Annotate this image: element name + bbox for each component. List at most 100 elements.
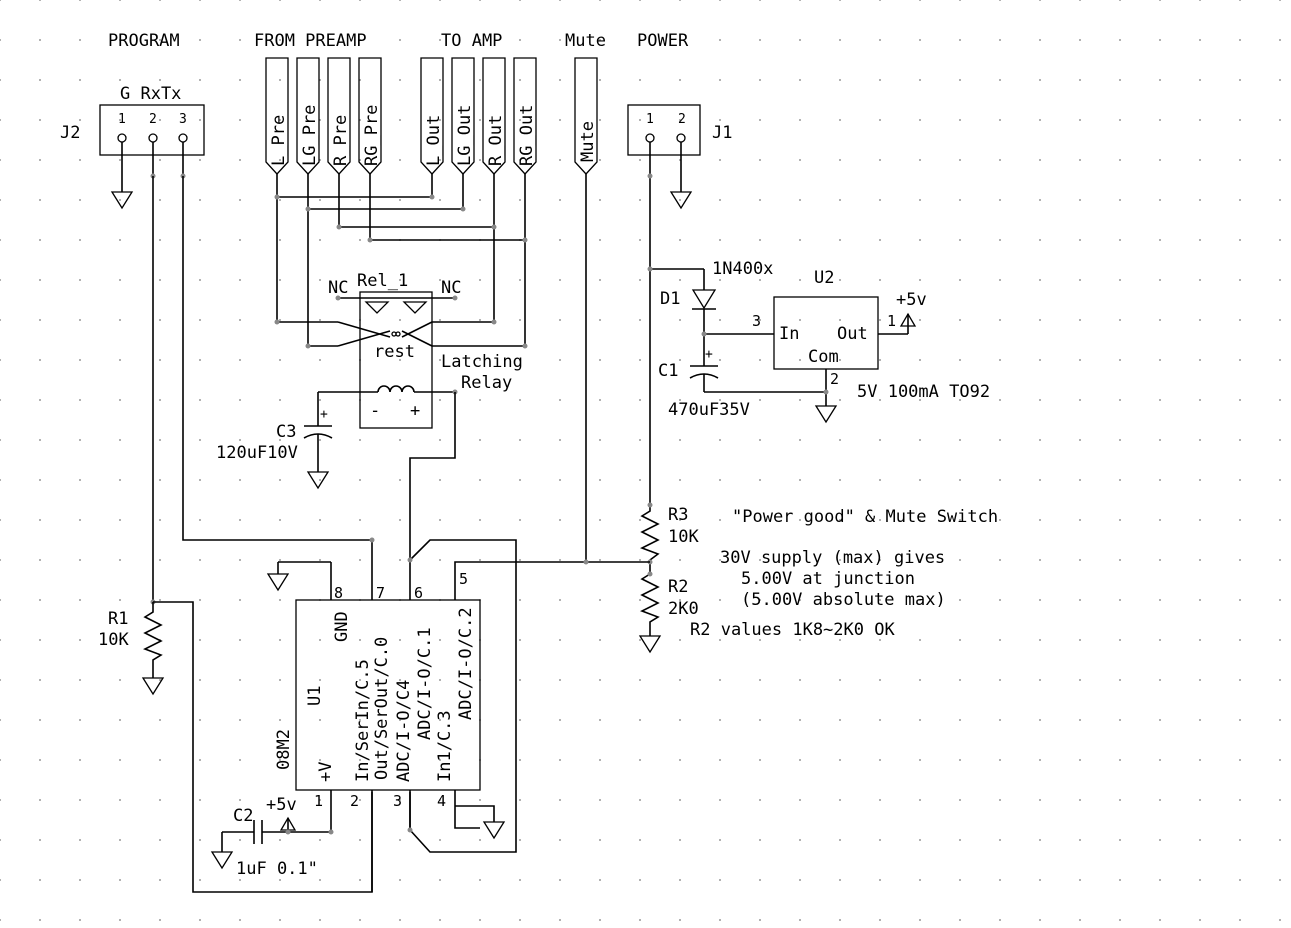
u1-label-in1-c3: In1/C.3: [435, 710, 455, 782]
divider-note-line1: 30V supply (max) gives: [720, 548, 945, 568]
port-rg-out: RG_Out: [513, 57, 537, 175]
connector-j1: J1 1 2: [627, 104, 732, 505]
u1-label-out-serout: Out/SerOut/C.0: [372, 637, 392, 780]
r3-ref: R3: [668, 505, 688, 525]
audio-wiring: [274, 174, 528, 349]
u1-pin-2: 2: [350, 792, 359, 810]
c1-polarity: +: [705, 347, 713, 362]
c2-ref: C2: [233, 806, 253, 826]
port-l-out: L_Out: [420, 57, 444, 175]
svg-text:RG_Out: RG_Out: [517, 105, 537, 166]
r3-value: 10K: [668, 527, 699, 547]
u1-pin-1: 1: [314, 792, 323, 810]
header-power: POWER: [637, 31, 689, 51]
d1-ref: D1: [660, 289, 680, 309]
u2-pin-in-number: 3: [752, 312, 761, 330]
relay-rest: rest: [374, 342, 415, 362]
svg-text:RG_Pre: RG_Pre: [362, 105, 382, 166]
ground-symbol: [306, 471, 330, 490]
j2-pin-1: 1: [118, 112, 126, 127]
mcu-u1: 8 7 6 5 1 2 3 4 GND Out/SerOut/C.0 ADC/I…: [266, 539, 517, 892]
ground-symbol: [110, 191, 134, 210]
latching-relay: Rel_1 NC NC rest - + Latching Relay: [318, 271, 523, 429]
d1-value: 1N400x: [712, 259, 773, 279]
c3-polarity: +: [320, 407, 328, 422]
u1-pin-8: 8: [334, 584, 343, 602]
port-mute: Mute: [574, 57, 598, 175]
relay-ref: Rel_1: [357, 271, 408, 291]
u1-part: 08M2: [274, 729, 294, 770]
divider-note-r2: R2 values 1K8~2K0 OK: [690, 620, 895, 640]
port-r-pre: R_Pre: [327, 57, 351, 175]
regulator-section: 1N400x D1 3 + C1 470uF35V U2 In Out Com …: [647, 259, 990, 424]
j1-pin-1: 1: [646, 112, 654, 127]
u2-in-label: In: [779, 324, 799, 344]
j2-pin-3: 3: [179, 112, 187, 127]
u2-out-label: Out: [837, 324, 868, 344]
c3-ref: C3: [276, 422, 296, 442]
header-mute: Mute: [565, 31, 606, 51]
u1-label-adc-c1: ADC/I-O/C.1: [415, 627, 435, 740]
relay-nc-left: NC: [328, 278, 348, 298]
relay-coil-wire: [409, 392, 456, 600]
svg-text:LG_Out: LG_Out: [455, 105, 475, 166]
u2-pin-out-number: 1: [887, 312, 896, 330]
c3-value: 120uF10V: [216, 443, 298, 463]
port-lg-out: LG_Out: [451, 57, 475, 175]
connector-j2: J2 G RxTx 1 2 3: [60, 84, 205, 192]
j2-ref: J2: [60, 123, 80, 143]
u1-label-adc-c2: ADC/I-O/C.2: [456, 607, 476, 720]
u1-pin-5: 5: [459, 570, 468, 588]
divider-note-line3: (5.00V absolute max): [741, 590, 946, 610]
svg-text:L_Out: L_Out: [424, 115, 444, 166]
svg-text:Mute: Mute: [578, 121, 598, 162]
serout-wire: [182, 176, 373, 600]
c1-ref: C1: [658, 361, 678, 381]
capacitor-c3: + C3 120uF10V: [216, 392, 333, 472]
u1-pin-7: 7: [376, 584, 385, 602]
header-from-preamp: FROM PREAMP: [254, 31, 367, 51]
u1-label-in-serin: In/SerIn/C.5: [353, 659, 373, 782]
j2-pin-names: G RxTx: [120, 84, 181, 104]
r1-value: 10K: [98, 630, 129, 650]
resistor-r1: R1 10K: [98, 176, 165, 696]
relay-plus: +: [410, 401, 420, 421]
u1-pin-3: 3: [393, 792, 402, 810]
u2-pin-com-number: 2: [830, 370, 839, 388]
c2-supply: +5v: [266, 795, 297, 815]
r1-ref: R1: [108, 609, 128, 629]
port-r-out: R_Out: [482, 57, 506, 175]
u1-label-plus-v: +V: [316, 762, 336, 782]
u1-ref: U1: [305, 686, 325, 706]
u2-com-label: Com: [808, 347, 839, 367]
svg-text:R_Pre: R_Pre: [331, 115, 351, 166]
r2-value: 2K0: [668, 599, 699, 619]
relay-minus: -: [370, 401, 380, 421]
relay-nc-right: NC: [441, 278, 461, 298]
divider-note-title: "Power good" & Mute Switch: [732, 507, 998, 527]
ground-symbol: [669, 191, 693, 210]
regulator-supply: +5v: [896, 290, 927, 310]
j1-pin-2: 2: [678, 112, 686, 127]
divider-note-line2: 5.00V at junction: [741, 569, 915, 589]
capacitor-c2: C2 +5v 1uF 0.1": [210, 795, 334, 879]
c2-value: 1uF 0.1": [236, 859, 318, 879]
u1-label-adc-c4: ADC/I-O/C4: [394, 680, 414, 782]
j2-pin-2: 2: [149, 112, 157, 127]
port-rg-pre: RG_Pre: [358, 57, 382, 175]
u1-label-gnd: GND: [332, 611, 352, 642]
relay-desc-line1: Latching: [441, 352, 523, 372]
svg-text:LG_Pre: LG_Pre: [300, 105, 320, 166]
u1-pin-4: 4: [437, 792, 446, 810]
port-lg-pre: LG_Pre: [296, 57, 320, 175]
header-program: PROGRAM: [108, 31, 180, 51]
svg-text:L_Pre: L_Pre: [269, 115, 289, 166]
j1-ref: J1: [712, 123, 732, 143]
header-to-amp: TO AMP: [441, 31, 502, 51]
voltage-divider: R3 10K R2 2K0 "Power good" & Mute Switch…: [638, 502, 998, 654]
port-l-pre: L_Pre: [265, 57, 289, 175]
u1-pin-6: 6: [414, 584, 423, 602]
r2-ref: R2: [668, 577, 688, 597]
regulator-desc: 5V 100mA TO92: [857, 382, 990, 402]
